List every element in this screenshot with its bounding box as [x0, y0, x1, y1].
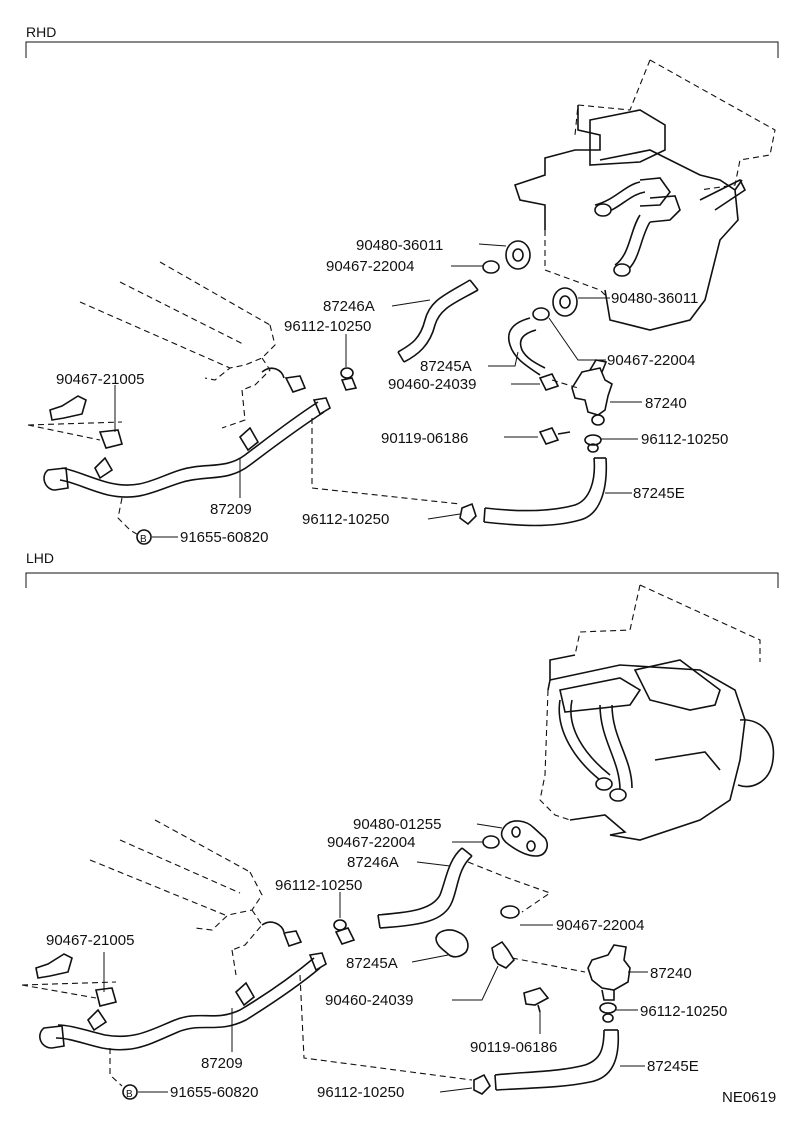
- label-rhd-p11: 96112-10250: [641, 431, 728, 448]
- label-rhd-p5: 90480-36011: [611, 290, 698, 307]
- label-rhd-p7: 87245A: [420, 358, 472, 375]
- lhd-clip-90460-24039: [491, 940, 586, 973]
- rhd-section-label: RHD: [26, 24, 56, 40]
- label-rhd-p6: 90467-22004: [607, 352, 695, 369]
- label-lhd-q5: 90467-22004: [556, 917, 644, 934]
- label-rhd-p4: 96112-10250: [284, 318, 371, 335]
- label-lhd-q13: 90467-21005: [46, 932, 134, 949]
- rhd-section: RHD: [25, 24, 779, 546]
- lhd-hose-87246a: [377, 847, 473, 929]
- lhd-engine-block: [89, 819, 303, 976]
- label-lhd-q4: 96112-10250: [275, 877, 362, 894]
- svg-text:B: B: [126, 1089, 133, 1100]
- label-lhd-q7: 87240: [650, 965, 692, 982]
- lhd-clip-right: [599, 1002, 617, 1023]
- rhd-marker-b: B: [117, 497, 152, 545]
- lhd-clip-middle: [333, 919, 356, 945]
- rhd-clip-lower: [459, 502, 477, 526]
- rhd-clip-middle: [340, 367, 358, 391]
- label-lhd-q2: 90467-22004: [327, 834, 415, 851]
- svg-text:B: B: [140, 534, 147, 545]
- lhd-frame-bracket: [25, 572, 779, 588]
- rhd-callouts: 90480-36011 90467-22004 87246A 96112-102…: [56, 237, 728, 546]
- label-rhd-p2: 90467-22004: [326, 258, 414, 275]
- rhd-hose-87246a: [397, 279, 479, 363]
- lhd-section: LHD: [21, 550, 779, 1106]
- label-rhd-p15: 87209: [210, 501, 252, 518]
- label-lhd-q3: 87246A: [347, 854, 399, 871]
- label-rhd-p8: 90460-24039: [388, 376, 476, 393]
- label-rhd-p9: 87240: [645, 395, 687, 412]
- rhd-engine-block: [79, 261, 307, 429]
- rhd-grommet-upper: [505, 240, 531, 270]
- rhd-grommet-right: [532, 287, 578, 321]
- lhd-hose-87245e: [494, 1029, 620, 1091]
- rhd-heater-unit: [513, 59, 776, 331]
- lhd-heater-unit: [539, 584, 775, 841]
- label-lhd-q12: 96112-10250: [317, 1084, 404, 1101]
- rhd-clamp-upper: [482, 260, 500, 274]
- rhd-hose-87245e: [483, 457, 608, 527]
- label-rhd-p10: 90119-06186: [381, 430, 468, 447]
- label-lhd-q10: 90119-06186: [470, 1039, 557, 1056]
- label-lhd-q14: 87209: [201, 1055, 243, 1072]
- label-rhd-p12: 87245E: [633, 485, 685, 502]
- lhd-section-label: LHD: [26, 550, 54, 566]
- label-rhd-p13: 96112-10250: [302, 511, 389, 528]
- rhd-frame-bracket: [25, 41, 779, 58]
- lhd-grommet: [482, 820, 548, 857]
- lhd-valve-87240: [587, 944, 631, 1001]
- label-rhd-p1: 90480-36011: [356, 237, 443, 254]
- lhd-hose-87245a: [435, 929, 469, 958]
- rhd-bolt-90467-21005: [27, 395, 123, 449]
- label-lhd-q6: 87245A: [346, 955, 398, 972]
- label-rhd-p16: 91655-60820: [180, 529, 268, 546]
- label-lhd-q11: 87245E: [647, 1058, 699, 1075]
- rhd-hose-87209: [43, 397, 331, 498]
- lhd-marker-b: B: [109, 1048, 138, 1100]
- lhd-connection-lines: [299, 974, 473, 1081]
- rhd-valve-87240: [538, 359, 613, 426]
- label-lhd-q9: 96112-10250: [640, 1003, 727, 1020]
- rhd-connection-lines: [311, 418, 461, 505]
- label-rhd-p14: 90467-21005: [56, 371, 144, 388]
- lhd-hose-87209: [39, 952, 327, 1051]
- lhd-bolt-90467-21005: [21, 953, 117, 1007]
- lhd-callouts: 90480-01255 90467-22004 87246A 96112-102…: [46, 816, 727, 1101]
- figure-code: NE0619: [722, 1089, 776, 1106]
- lhd-bolt-90119-06186: [523, 987, 550, 1013]
- rhd-bolt-90119-06186: [538, 427, 602, 453]
- lhd-clamp-lower: [467, 861, 552, 919]
- rhd-hose-87245a: [508, 317, 546, 376]
- label-lhd-q15: 91655-60820: [170, 1084, 258, 1101]
- label-lhd-q8: 90460-24039: [325, 992, 413, 1009]
- lhd-clip-lower: [473, 1073, 491, 1095]
- label-lhd-q1: 90480-01255: [353, 816, 441, 833]
- label-rhd-p3: 87246A: [323, 298, 375, 315]
